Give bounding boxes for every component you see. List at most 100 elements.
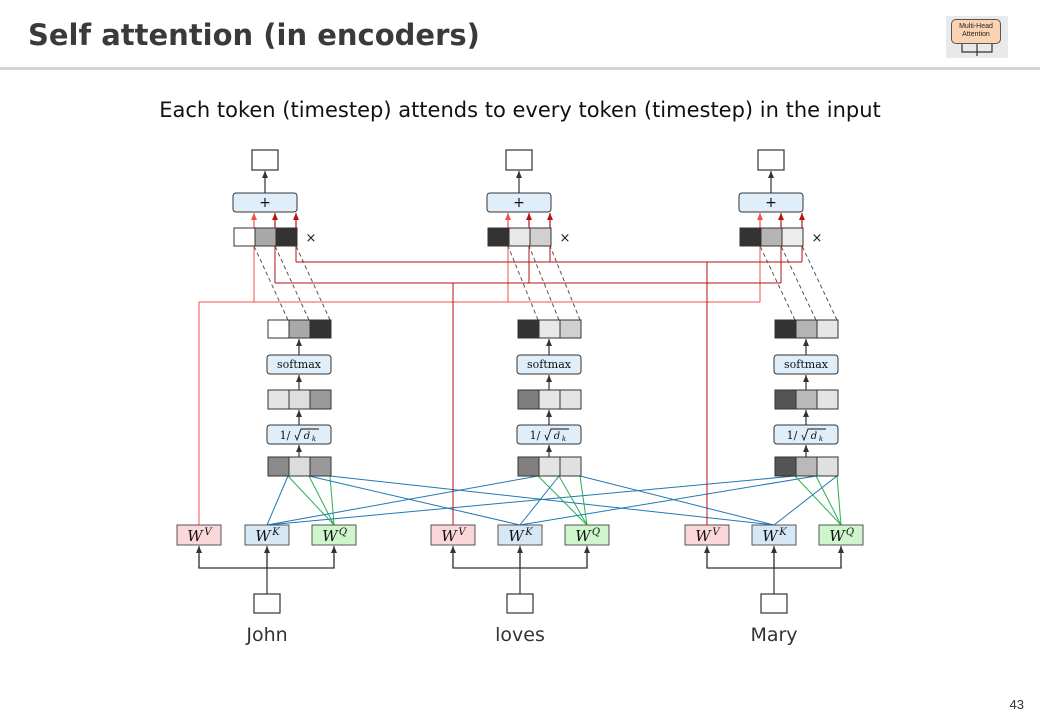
raw-scores bbox=[774, 456, 839, 477]
wk-matrix-sup: K bbox=[271, 527, 280, 538]
attention-weights-applied-cell bbox=[275, 227, 298, 247]
wv-matrix-base: W bbox=[441, 527, 458, 545]
scaled-scores bbox=[774, 389, 839, 410]
scale-prefix: 1/ bbox=[787, 429, 798, 442]
softmax-label: softmax bbox=[527, 358, 572, 371]
wk-matrix bbox=[751, 524, 797, 546]
attention-weights-cell bbox=[774, 319, 797, 339]
sum-symbol: + bbox=[513, 195, 525, 211]
query-line bbox=[794, 475, 842, 526]
input-vector bbox=[506, 593, 534, 614]
dashed-weight-link bbox=[801, 245, 838, 321]
scale-k: k bbox=[562, 435, 566, 443]
attention-weights-cell bbox=[517, 319, 540, 339]
softmax-box bbox=[266, 354, 332, 375]
query-line bbox=[579, 475, 588, 526]
token-word-john: John bbox=[245, 624, 287, 646]
sum-symbol: + bbox=[259, 195, 271, 211]
wk-matrix-sup: K bbox=[524, 527, 533, 538]
logo-line-1: Multi-Head bbox=[959, 23, 993, 30]
output-vector bbox=[251, 149, 279, 171]
wq-matrix-base: W bbox=[575, 527, 592, 545]
token-word-loves: loves bbox=[495, 624, 545, 646]
wv-matrix bbox=[430, 524, 476, 546]
wk-matrix bbox=[244, 524, 290, 546]
key-line bbox=[266, 475, 539, 526]
raw-scores-cell bbox=[538, 456, 561, 477]
key-line bbox=[519, 475, 817, 526]
scale-d: d bbox=[811, 431, 817, 442]
scaled-scores-cell bbox=[267, 389, 290, 410]
softmax-label: softmax bbox=[784, 358, 829, 371]
raw-scores-cell bbox=[309, 456, 332, 477]
multi-head-attention-block: Multi-Head Attention bbox=[951, 19, 1001, 44]
query-line bbox=[815, 475, 842, 526]
wv-matrix-sup: V bbox=[204, 527, 213, 538]
raw-scores-cell bbox=[517, 456, 540, 477]
wv-matrix-base: W bbox=[695, 527, 712, 545]
output-vector bbox=[505, 149, 533, 171]
wv-matrix-base: W bbox=[187, 527, 204, 545]
sum-box bbox=[738, 192, 804, 213]
wv-matrix bbox=[176, 524, 222, 546]
raw-scores-cell bbox=[559, 456, 582, 477]
sum-symbol: + bbox=[765, 195, 777, 211]
wq-matrix-sup: Q bbox=[592, 527, 600, 538]
scale-prefix: 1/ bbox=[280, 429, 291, 442]
attention-weights-applied-cell bbox=[254, 227, 277, 247]
scaled-scores bbox=[267, 389, 332, 410]
wk-matrix-base: W bbox=[762, 527, 779, 545]
scaled-scores-cell bbox=[538, 389, 561, 410]
raw-scores-cell bbox=[288, 456, 311, 477]
sqrt-sign bbox=[801, 428, 826, 442]
wq-matrix bbox=[311, 524, 357, 546]
attention-weights bbox=[517, 319, 582, 339]
wv-matrix-sup: V bbox=[712, 527, 721, 538]
dashed-weight-link bbox=[507, 245, 539, 321]
attention-weights-cell bbox=[538, 319, 561, 339]
attention-weights-cell bbox=[816, 319, 839, 339]
attention-weights-cell bbox=[288, 319, 311, 339]
attention-weights-applied-cell bbox=[508, 227, 531, 247]
times-symbol: × bbox=[812, 231, 823, 246]
logo-line-2: Attention bbox=[962, 31, 990, 38]
key-line bbox=[308, 475, 521, 526]
scale-d: d bbox=[554, 431, 560, 442]
softmax-box bbox=[773, 354, 839, 375]
scaled-scores-cell bbox=[559, 389, 582, 410]
raw-scores-cell bbox=[774, 456, 797, 477]
key-line bbox=[266, 475, 796, 526]
title-divider bbox=[0, 67, 1040, 70]
wq-matrix-base: W bbox=[829, 527, 846, 545]
key-line bbox=[266, 475, 289, 526]
scaled-scores-cell bbox=[816, 389, 839, 410]
wq-matrix-base: W bbox=[322, 527, 339, 545]
key-line bbox=[579, 475, 775, 526]
scaled-scores-cell bbox=[774, 389, 797, 410]
page-number: 43 bbox=[1009, 697, 1024, 712]
token-word-mary: Mary bbox=[750, 624, 797, 646]
wq-matrix bbox=[564, 524, 610, 546]
attention-weights-cell bbox=[267, 319, 290, 339]
raw-scores bbox=[517, 456, 582, 477]
attention-weights-cell bbox=[795, 319, 818, 339]
sqrt-sign bbox=[294, 428, 319, 442]
scaled-scores-cell bbox=[795, 389, 818, 410]
wk-matrix bbox=[497, 524, 543, 546]
query-line bbox=[836, 475, 842, 526]
scale-prefix: 1/ bbox=[530, 429, 541, 442]
scale-d: d bbox=[304, 431, 310, 442]
sum-box bbox=[232, 192, 298, 213]
connection-lines bbox=[196, 171, 844, 594]
wq-matrix bbox=[818, 524, 864, 546]
attention-weights bbox=[267, 319, 332, 339]
logo-arrows bbox=[961, 44, 993, 56]
attention-weights-applied bbox=[487, 227, 552, 247]
raw-scores-cell bbox=[816, 456, 839, 477]
attention-weights-applied-cell bbox=[487, 227, 510, 247]
attention-weights bbox=[774, 319, 839, 339]
query-line bbox=[308, 475, 335, 526]
times-symbol: × bbox=[560, 231, 571, 246]
wq-matrix-sup: Q bbox=[846, 527, 854, 538]
output-vector bbox=[757, 149, 785, 171]
